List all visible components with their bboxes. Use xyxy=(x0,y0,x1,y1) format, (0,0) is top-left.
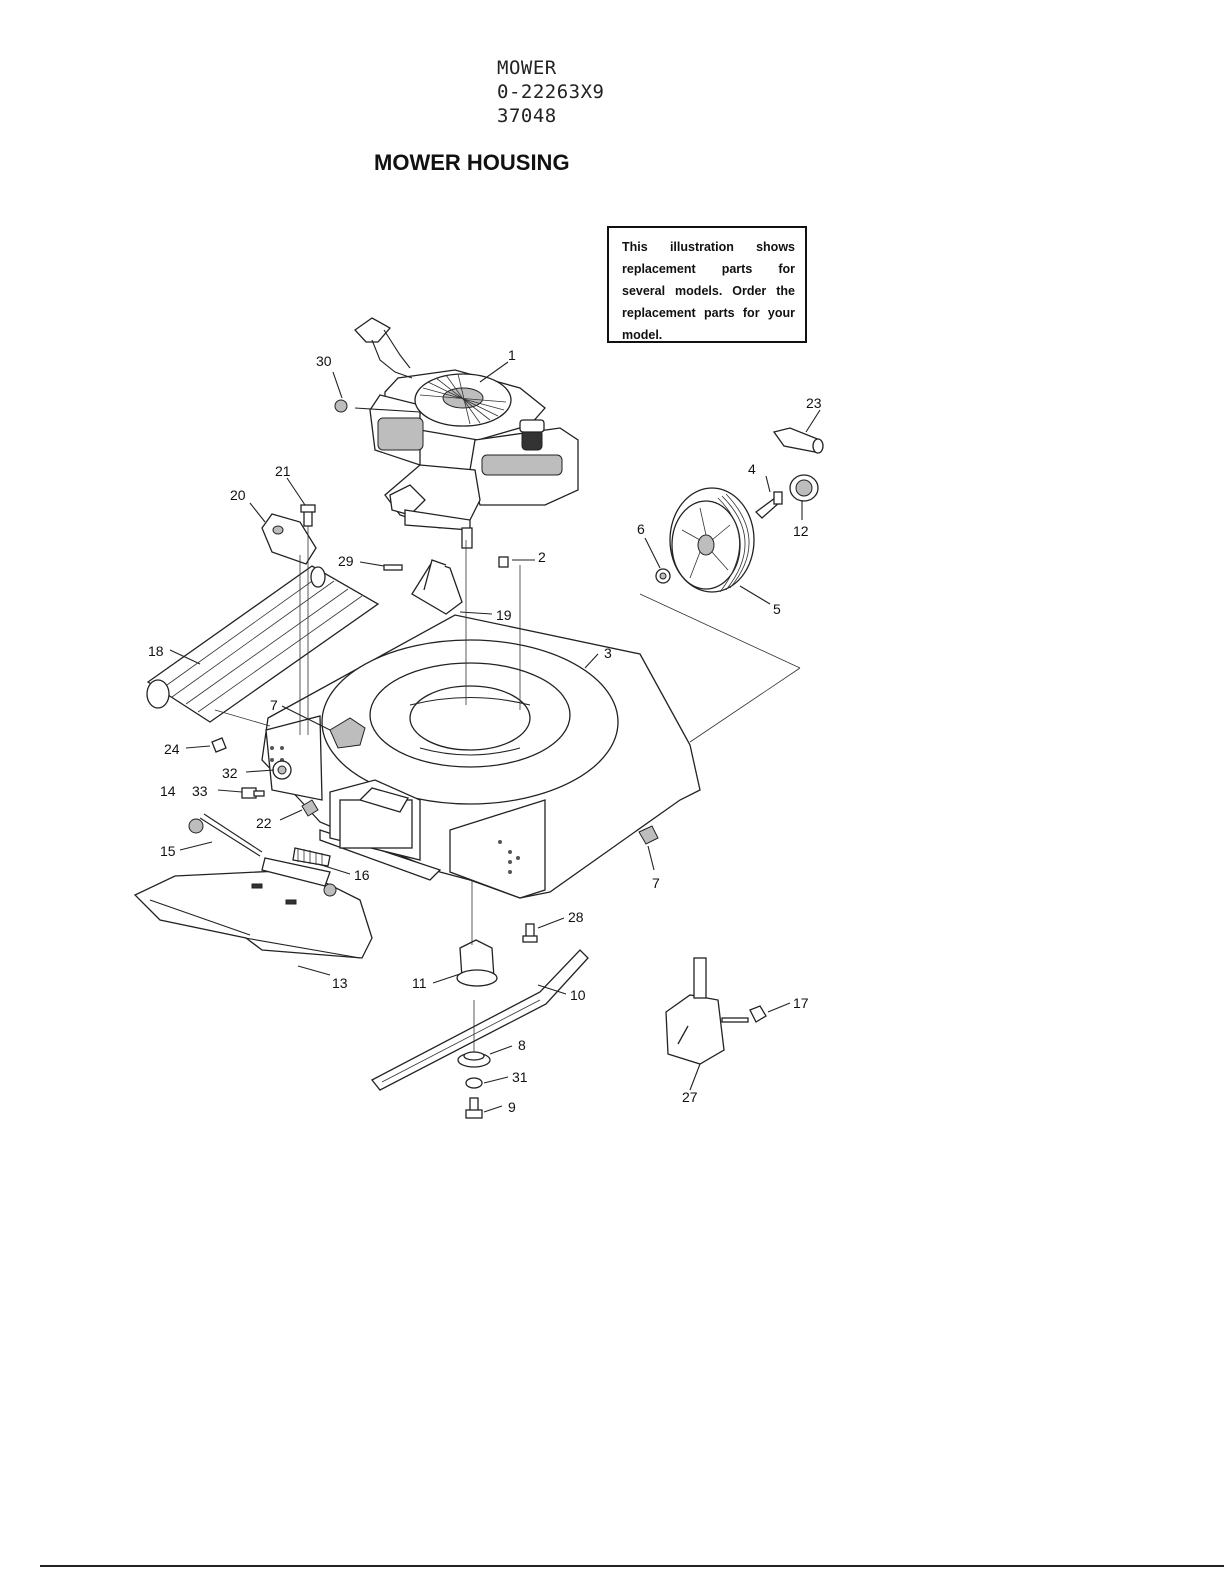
catalog-number: 37048 xyxy=(497,105,557,127)
callout-8: 8 xyxy=(518,1037,526,1053)
callout-22: 22 xyxy=(256,815,272,831)
product-line: MOWER xyxy=(497,57,557,79)
callout-18: 18 xyxy=(148,643,164,659)
model-number: 0-22263X9 xyxy=(497,81,605,103)
nut-2-shape xyxy=(498,556,509,568)
callout-3: 3 xyxy=(604,645,612,661)
callout-28: 28 xyxy=(568,909,584,925)
callout-32: 32 xyxy=(222,765,238,781)
callout-19: 19 xyxy=(496,607,512,623)
callout-5: 5 xyxy=(773,601,781,617)
callout-numbers: 1 2 3 4 5 6 7 7 8 9 10 11 12 13 14 15 16… xyxy=(148,347,822,1115)
starter-handle-illustration xyxy=(354,317,413,379)
callout-6: 6 xyxy=(637,521,645,537)
bracket-19-illustration xyxy=(383,559,463,615)
rear-roller-illustration xyxy=(146,565,380,723)
wheel-assembly-illustration xyxy=(655,427,824,593)
callout-1: 1 xyxy=(508,347,516,363)
callout-14: 14 xyxy=(160,783,176,799)
callout-30: 30 xyxy=(316,353,332,369)
callout-16: 16 xyxy=(354,867,370,883)
bracket-20-illustration xyxy=(261,504,317,565)
callout-2: 2 xyxy=(538,549,546,565)
small-fasteners-left xyxy=(211,737,319,817)
callout-4: 4 xyxy=(748,461,756,477)
callout-11: 11 xyxy=(412,975,427,991)
callout-21: 21 xyxy=(275,463,291,479)
callout-13: 13 xyxy=(332,975,348,991)
mower-deck-illustration xyxy=(261,614,701,899)
callout-15: 15 xyxy=(160,843,176,859)
callout-31: 31 xyxy=(512,1069,528,1085)
callout-7-left: 7 xyxy=(270,697,278,713)
control-bracket-illustration xyxy=(665,957,767,1065)
callout-29: 29 xyxy=(338,553,354,569)
callout-12: 12 xyxy=(793,523,809,539)
callout-7-right: 7 xyxy=(652,875,660,891)
callout-10: 10 xyxy=(570,987,586,1003)
nut-7-right-shape xyxy=(638,825,659,845)
section-title: MOWER HOUSING xyxy=(374,150,570,175)
callout-23: 23 xyxy=(806,395,822,411)
notice-box: This illustration shows replacement part… xyxy=(607,226,807,343)
rear-flap-illustration xyxy=(133,813,373,959)
callout-33: 33 xyxy=(192,783,208,799)
callout-27: 27 xyxy=(682,1089,698,1105)
bottom-rule xyxy=(40,1565,1224,1567)
blade-assembly-illustration xyxy=(370,923,589,1119)
engine-illustration xyxy=(369,369,579,549)
callout-20: 20 xyxy=(230,487,246,503)
clip-30-shape xyxy=(334,399,348,413)
leader-lines xyxy=(169,361,821,1113)
callout-9: 9 xyxy=(508,1099,516,1115)
callout-24: 24 xyxy=(164,741,180,757)
callout-17: 17 xyxy=(793,995,809,1011)
